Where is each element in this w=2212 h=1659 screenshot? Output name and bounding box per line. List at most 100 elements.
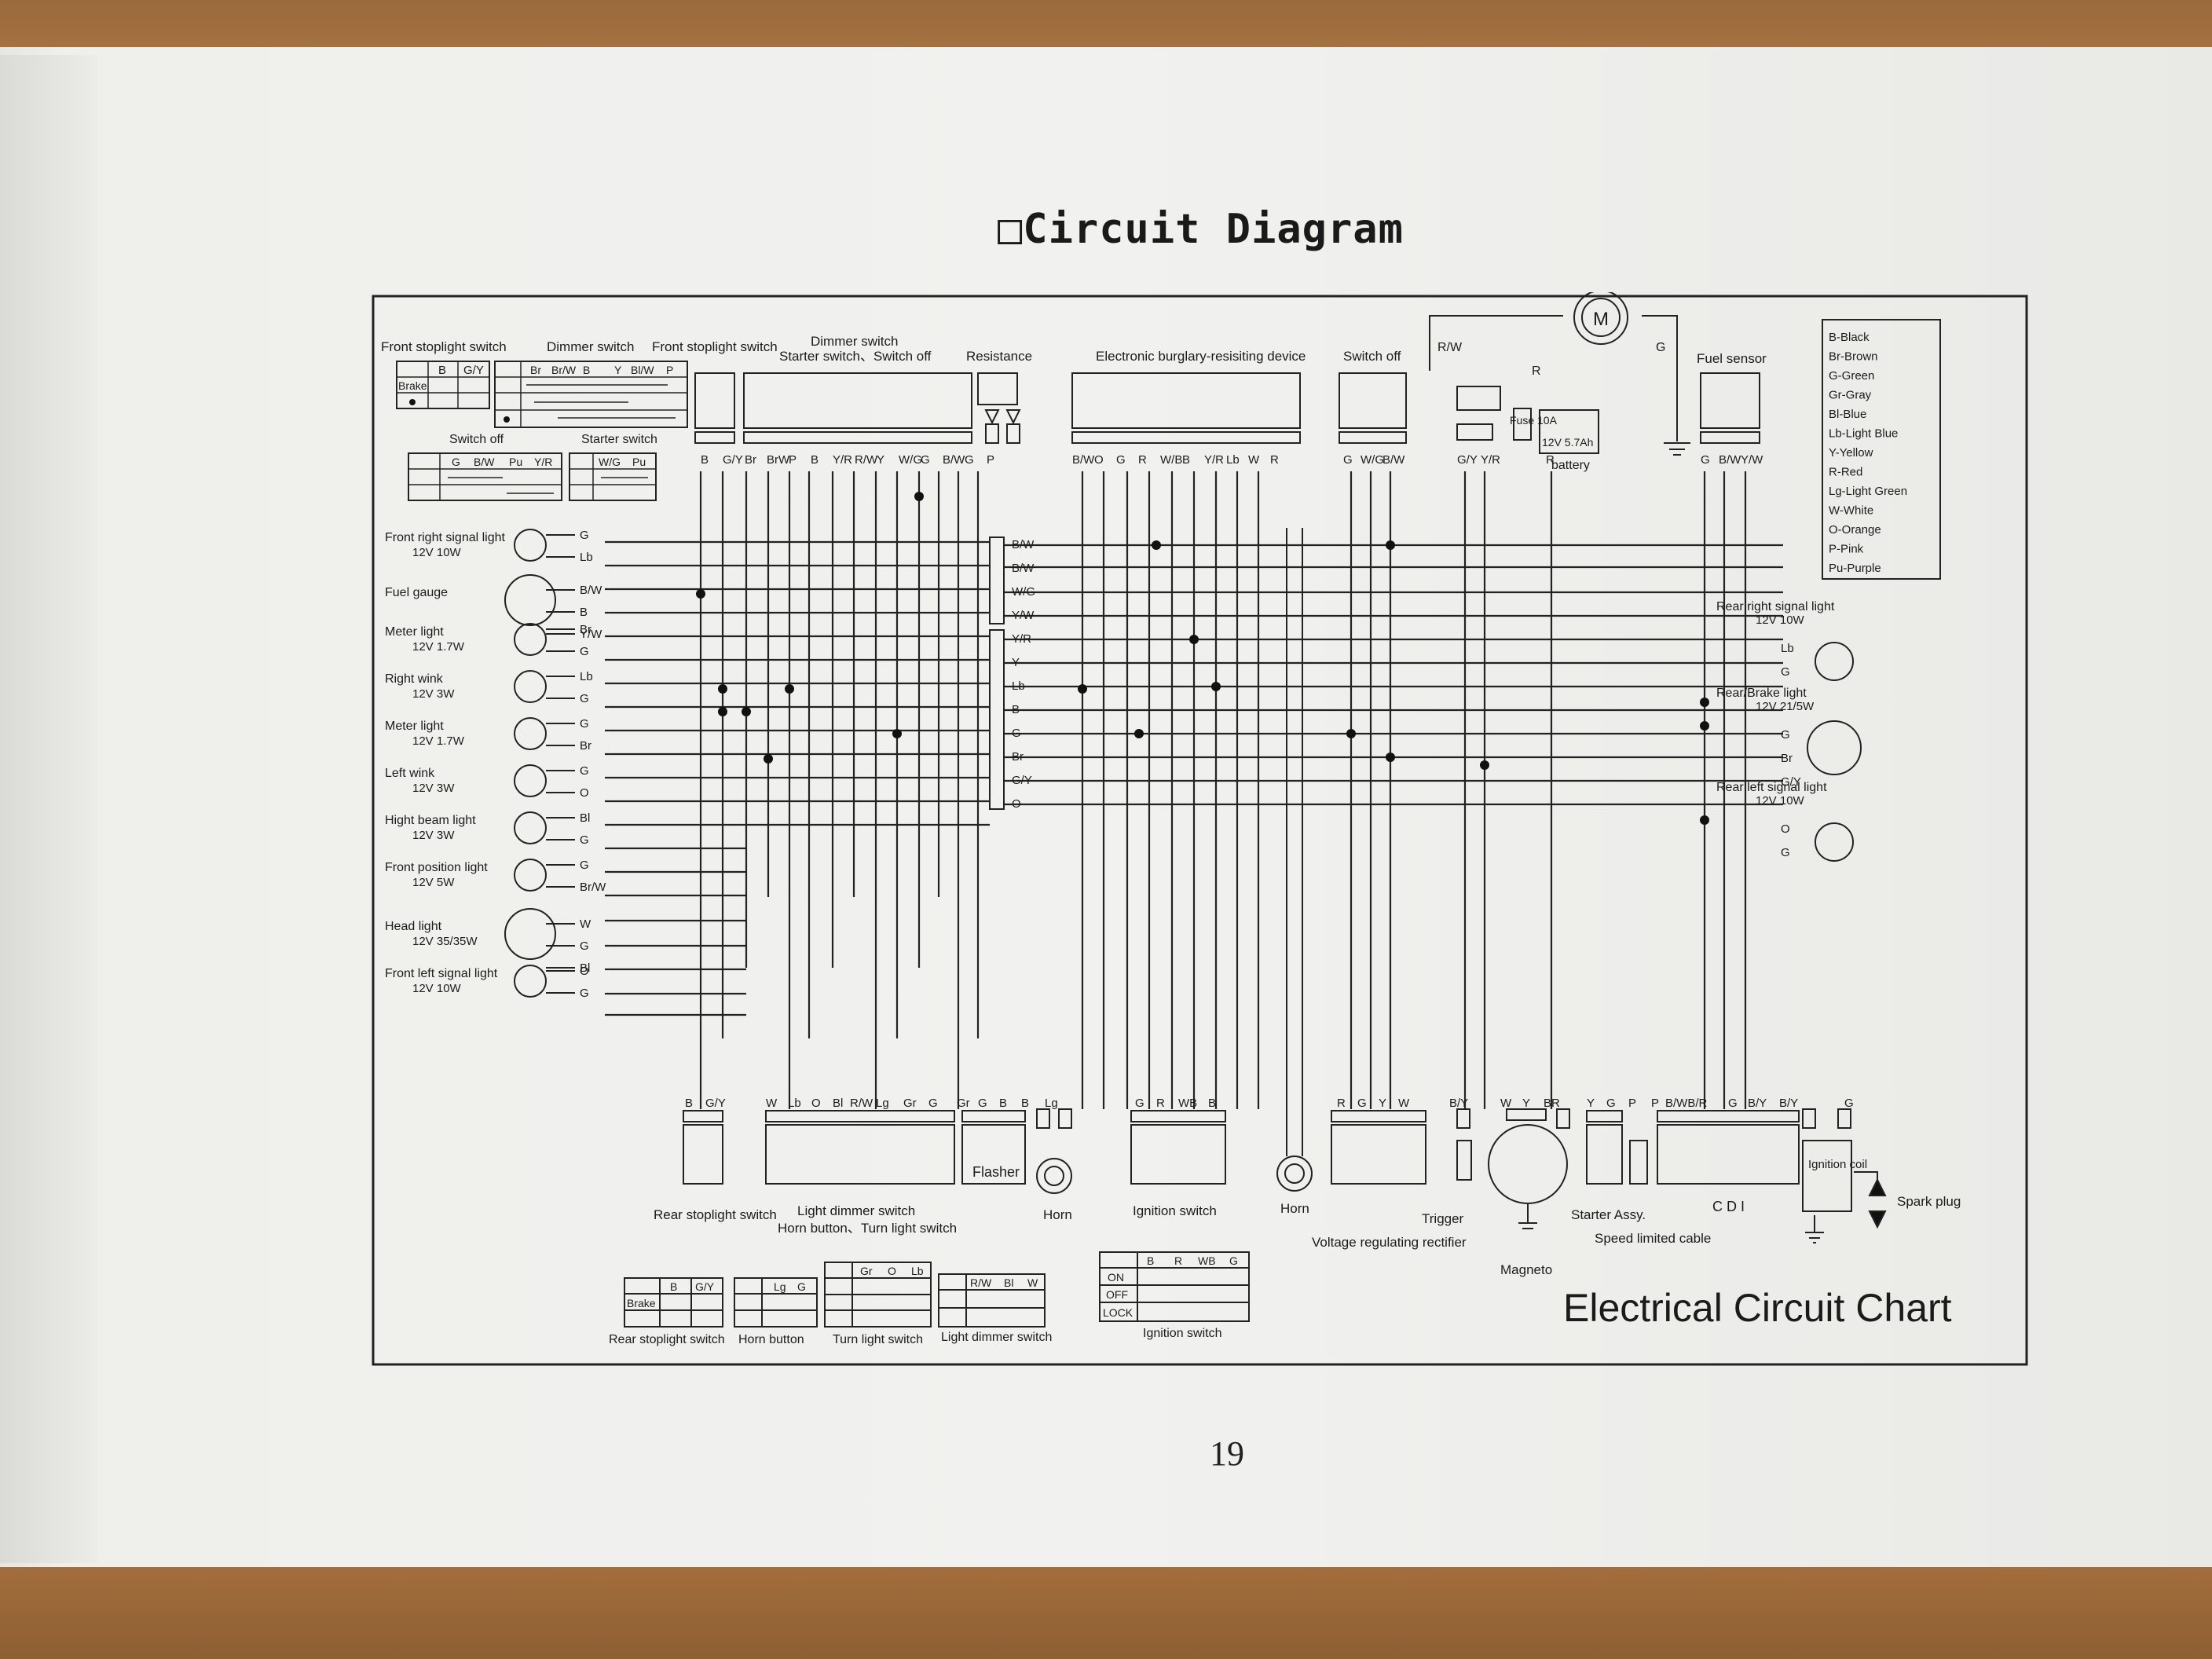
top-wire-code: G/Y (723, 453, 743, 467)
top-wire-code: Br (745, 453, 756, 467)
svg-text:Pu: Pu (509, 456, 522, 468)
junction-dot (1386, 753, 1395, 762)
mid-connector-wire: B (1012, 703, 1020, 716)
junction-dot (892, 729, 902, 738)
cdi-label: C D I (1712, 1199, 1745, 1214)
svg-text:OFF: OFF (1106, 1288, 1128, 1301)
left-component-spec: 12V 1.7W (412, 734, 465, 748)
table-horn-title: Horn button (738, 1333, 804, 1346)
label-starter-switch-off: Starter switch、Switch off (779, 349, 932, 364)
bottom-wire-code: G (1844, 1097, 1854, 1110)
top-wire-code: P (987, 453, 994, 467)
left-component-spec: 12V 5W (412, 876, 455, 889)
front-stop-table: B G/Y Brake (396, 361, 490, 409)
page-number: 19 (1210, 1434, 1244, 1473)
junction-dot (1189, 635, 1199, 644)
junction-dot (1078, 684, 1087, 694)
legend-entry: Br-Brown (1829, 350, 1878, 364)
left-component-wire: Lb (580, 670, 593, 683)
right-component-wire: Br (1781, 752, 1793, 765)
left-component-name: Left wink (385, 767, 435, 780)
svg-text:W: W (1027, 1276, 1038, 1289)
bottom-wire-code: BR (1544, 1097, 1560, 1110)
mid-connector (989, 537, 1005, 810)
bottom-wire-code: G/Y (705, 1097, 726, 1110)
bottom-table-ignition (1099, 1251, 1250, 1322)
left-component-name: Head light (385, 920, 442, 933)
bottom-wire-code: Lg (1045, 1097, 1058, 1110)
bottom-wire-code: R/W (850, 1097, 873, 1110)
left-component-wire: G (580, 833, 589, 847)
lamp-symbol (504, 908, 556, 960)
bottom-wire-code: G (1135, 1097, 1144, 1110)
junction-dot (785, 684, 794, 694)
svg-text:Gr: Gr (860, 1265, 873, 1277)
rear-lamp (1807, 720, 1862, 775)
left-component-wire: B/W (580, 584, 602, 597)
svg-text:Y: Y (614, 364, 622, 376)
top-wire-code-right: R (1546, 453, 1555, 467)
mid-connector-wire: B/W (1012, 538, 1035, 551)
lamp-symbol (514, 623, 547, 656)
top-wire-code: Y (877, 453, 884, 467)
r-label: R (1532, 364, 1541, 378)
legend-entry: Bl-Blue (1829, 408, 1866, 421)
manual-page (0, 47, 2212, 1567)
lamp-symbol (514, 670, 547, 703)
battery-spec: 12V 5.7Ah (1542, 436, 1593, 449)
bottom-table-dimmer (938, 1273, 1046, 1328)
top-wire-code-mid: G (1116, 453, 1126, 467)
svg-text:R/W: R/W (970, 1276, 992, 1289)
top-wire-code: P (789, 453, 797, 467)
right-component-wire: G/Y (1781, 775, 1801, 789)
bottom-wire-code: G (928, 1097, 938, 1110)
left-component-spec: 12V 3W (412, 782, 455, 795)
mid-connector-wire: B/W (1012, 562, 1035, 575)
mid-connector-wire: G (1012, 727, 1021, 740)
voltage-rectifier-label: Voltage regulating rectifier (1312, 1235, 1467, 1250)
lamp-symbol (514, 764, 547, 797)
rear-lamp (1815, 642, 1854, 681)
bottom-wire-code: Lg (876, 1097, 889, 1110)
top-wire-code-mid: B/W (1072, 453, 1095, 467)
bottom-wire-code: G (1728, 1097, 1738, 1110)
table-rear-stop-title: Rear stoplight switch (609, 1333, 725, 1346)
legend-entry: B-Black (1829, 331, 1870, 344)
top-wire-code-right: Y/W (1741, 453, 1763, 467)
svg-text:P: P (666, 364, 673, 376)
bottom-wire-code: G (1357, 1097, 1367, 1110)
junction-dot (718, 684, 727, 694)
left-component-name: Right wink (385, 672, 444, 686)
right-component-wire: Lb (1781, 642, 1794, 655)
mid-connector-wire: O (1012, 797, 1021, 811)
left-component-wire: G (580, 859, 589, 872)
svg-text:O: O (888, 1265, 896, 1277)
bottom-wire-code: Gr (957, 1097, 970, 1110)
rw-label: R/W (1437, 341, 1463, 354)
left-component-spec: 12V 3W (412, 687, 455, 701)
left-component-wire: W (580, 917, 591, 931)
top-wire-code: B (811, 453, 819, 467)
svg-text:Br: Br (530, 364, 541, 376)
chart-title: Electrical Circuit Chart (1563, 1286, 1952, 1330)
junction-dot (1134, 729, 1144, 738)
g-label: G (1656, 341, 1665, 354)
top-wire-code-right: B/W (1382, 453, 1405, 467)
legend-entry: Pu-Purple (1829, 562, 1881, 575)
label-burglary-device: Electronic burglary-resisiting device (1096, 349, 1306, 364)
svg-text:B: B (583, 364, 590, 376)
top-wire-code-mid: W (1248, 453, 1260, 467)
left-component-name: Front left signal light (385, 967, 498, 980)
label-dimmer-switch-2: Dimmer switch (811, 334, 898, 349)
left-component-wire: G (580, 939, 589, 953)
bottom-wire-code: Y (1522, 1097, 1530, 1110)
top-wire-code-mid: R (1138, 453, 1147, 467)
bottom-wire-code: Gr (903, 1097, 917, 1110)
svg-text:B: B (438, 364, 446, 377)
battery-label: battery (1551, 459, 1590, 472)
junction-dot (1346, 729, 1356, 738)
bottom-wire-code: W (766, 1097, 778, 1110)
